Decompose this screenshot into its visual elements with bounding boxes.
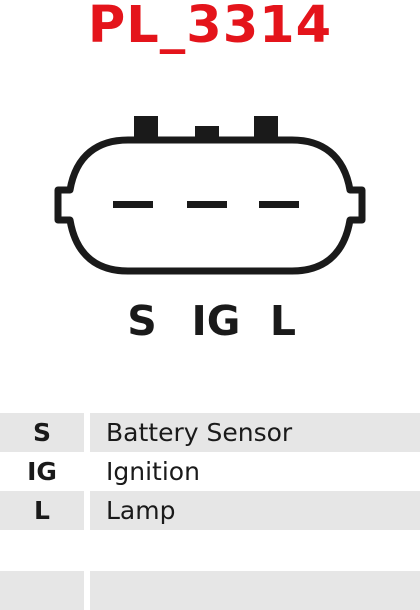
pin-terminal-l — [259, 201, 299, 208]
pin-code-cell: L — [0, 491, 84, 530]
pin-labels: S IG L — [0, 296, 420, 346]
part-number-title: PL_3314 — [87, 0, 333, 55]
pin-description-cell — [90, 571, 420, 610]
table-row — [0, 530, 420, 569]
table-row: L Lamp — [0, 491, 420, 530]
table-row: S Battery Sensor — [0, 413, 420, 452]
table-row — [0, 571, 420, 610]
pin-label-l: L — [269, 297, 297, 345]
pin-code-cell: S — [0, 413, 84, 452]
pin-description-cell: Lamp — [90, 491, 420, 530]
pin-terminal-s — [113, 201, 153, 208]
pin-description-cell: Battery Sensor — [90, 413, 420, 452]
pin-description-table: S Battery Sensor IG Ignition L Lamp — [0, 413, 420, 610]
pin-description-cell: Ignition — [106, 457, 200, 486]
connector-housing — [54, 136, 366, 275]
connector-diagram — [54, 116, 366, 275]
pin-code-cell — [0, 530, 84, 569]
pin-code-cell: IG — [27, 457, 57, 486]
pin-terminal-ig — [187, 201, 227, 208]
table-row: IG Ignition — [0, 452, 420, 491]
pin-description-cell — [90, 530, 420, 569]
pin-code-cell — [0, 571, 84, 610]
pin-label-ig: IG — [191, 297, 241, 345]
pin-label-s: S — [127, 297, 157, 345]
